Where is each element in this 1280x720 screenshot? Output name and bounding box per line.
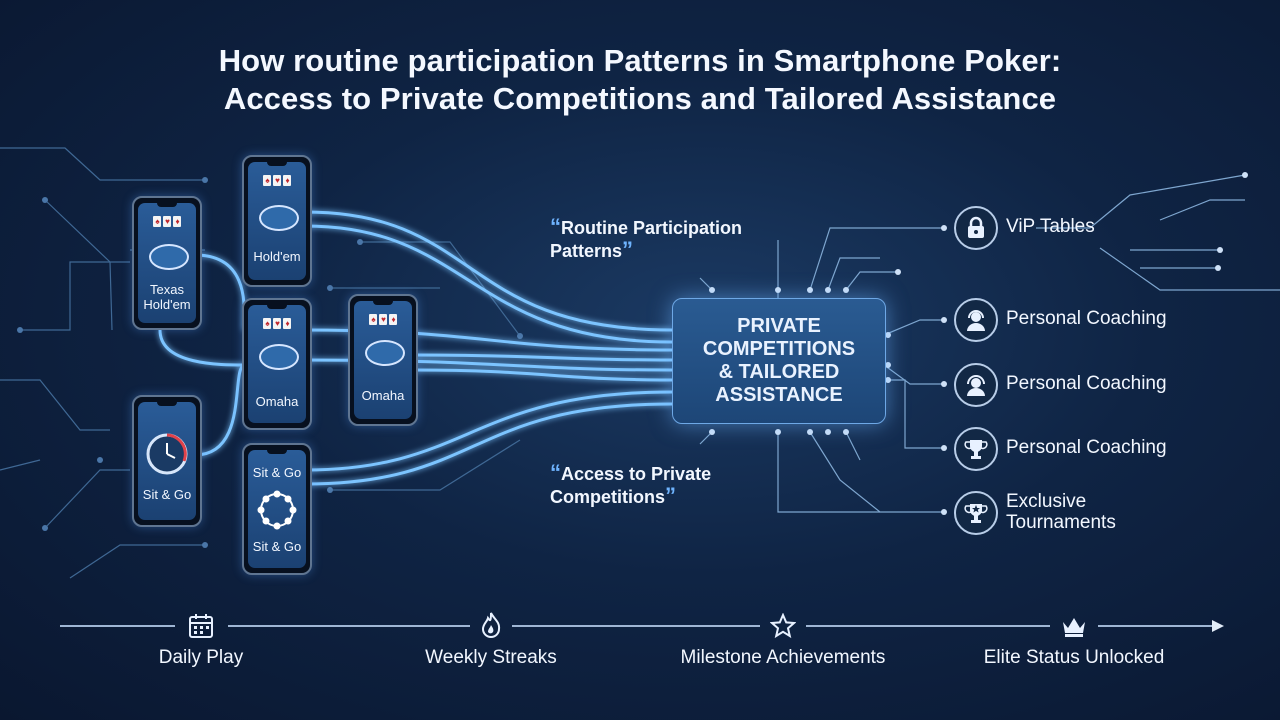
circuit-dots-right: [709, 172, 1248, 515]
phone-notch: [267, 450, 287, 454]
page-title: How routine participation Patterns in Sm…: [0, 42, 1280, 118]
phone-label: Sit & Go: [252, 539, 302, 554]
feature-label-coaching-1: Personal Coaching: [1006, 308, 1167, 329]
center-hub-label: PRIVATE COMPETITIONS & TAILORED ASSISTAN…: [702, 315, 856, 406]
circuit-dots-left: [17, 177, 523, 548]
timeline-label-weekly: Weekly Streaks: [425, 647, 557, 668]
center-hub-box: PRIVATE COMPETITIONS & TAILORED ASSISTAN…: [672, 298, 886, 424]
phone-omaha-left[interactable]: ♠♥♦ Omaha: [242, 298, 312, 430]
phone-sit-go-left[interactable]: Sit & Go: [132, 395, 202, 527]
seats-ring-icon: [257, 490, 297, 530]
timer-icon: [146, 433, 188, 475]
phone-sit-go-right[interactable]: Sit & Go Sit & Go: [242, 443, 312, 575]
phone-label-top: Sit & Go: [252, 465, 302, 480]
lock-icon[interactable]: [954, 206, 998, 250]
phone-texas-holdem[interactable]: ♠♥♦ Texas Hold'em: [132, 196, 202, 330]
headset-icon[interactable]: [954, 363, 998, 407]
feature-label-vip: ViP Tables: [1006, 216, 1095, 237]
phone-label: Sit & Go: [142, 487, 192, 502]
open-quote-icon: “: [550, 214, 561, 239]
star-icon: [768, 611, 798, 641]
timeline-label-daily: Daily Play: [158, 647, 244, 668]
phone-label: Texas Hold'em: [143, 282, 191, 312]
phone-notch: [373, 301, 393, 305]
calendar-icon: [186, 611, 216, 641]
close-quote-icon: ”: [622, 237, 634, 262]
poker-table-icon: [365, 340, 405, 366]
phone-notch: [157, 203, 177, 207]
timeline-arrowhead: [1212, 620, 1224, 632]
timeline-label-milestone: Milestone Achievements: [680, 647, 886, 668]
title-line-1: How routine participation Patterns in Sm…: [218, 43, 1062, 78]
quote-access-private: “Access to Private Competitions”: [550, 462, 711, 508]
trophy-icon[interactable]: [954, 427, 998, 471]
phone-notch: [267, 305, 287, 309]
cards-icon: ♠♥♦: [134, 216, 200, 227]
crown-icon: [1059, 611, 1089, 641]
title-line-2: Access to Private Competitions and Tailo…: [223, 81, 1057, 116]
poker-table-icon: [149, 244, 189, 270]
trophy-star-icon[interactable]: [954, 491, 998, 535]
cards-icon: ♠♥♦: [350, 314, 416, 325]
quote-text: Access to Private Competitions: [550, 464, 712, 507]
phone-notch: [267, 162, 287, 166]
flame-icon: [476, 610, 506, 640]
timeline-label-elite: Elite Status Unlocked: [983, 647, 1165, 668]
coach-icon[interactable]: [954, 298, 998, 342]
feature-label-coaching-2: Personal Coaching: [1006, 373, 1167, 394]
phone-label: Omaha: [361, 388, 405, 403]
feature-label-tournaments: Exclusive Tournaments: [1006, 491, 1116, 533]
phone-label: Hold'em: [253, 249, 301, 264]
poker-table-icon: [259, 205, 299, 231]
poker-table-icon: [259, 344, 299, 370]
phone-holdem[interactable]: ♠♥♦ Hold'em: [242, 155, 312, 287]
open-quote-icon: “: [550, 460, 561, 485]
cards-icon: ♠♥♦: [244, 175, 310, 186]
phone-label: Omaha: [255, 394, 299, 409]
phone-notch: [157, 402, 177, 406]
close-quote-icon: ”: [665, 483, 676, 508]
quote-text: Routine Participation Patterns: [550, 218, 743, 261]
phone-omaha-right[interactable]: ♠♥♦ Omaha: [348, 294, 418, 426]
quote-routine-participation: “Routine Participation Patterns”: [550, 216, 742, 262]
feature-label-coaching-3: Personal Coaching: [1006, 437, 1167, 458]
cards-icon: ♠♥♦: [244, 318, 310, 329]
